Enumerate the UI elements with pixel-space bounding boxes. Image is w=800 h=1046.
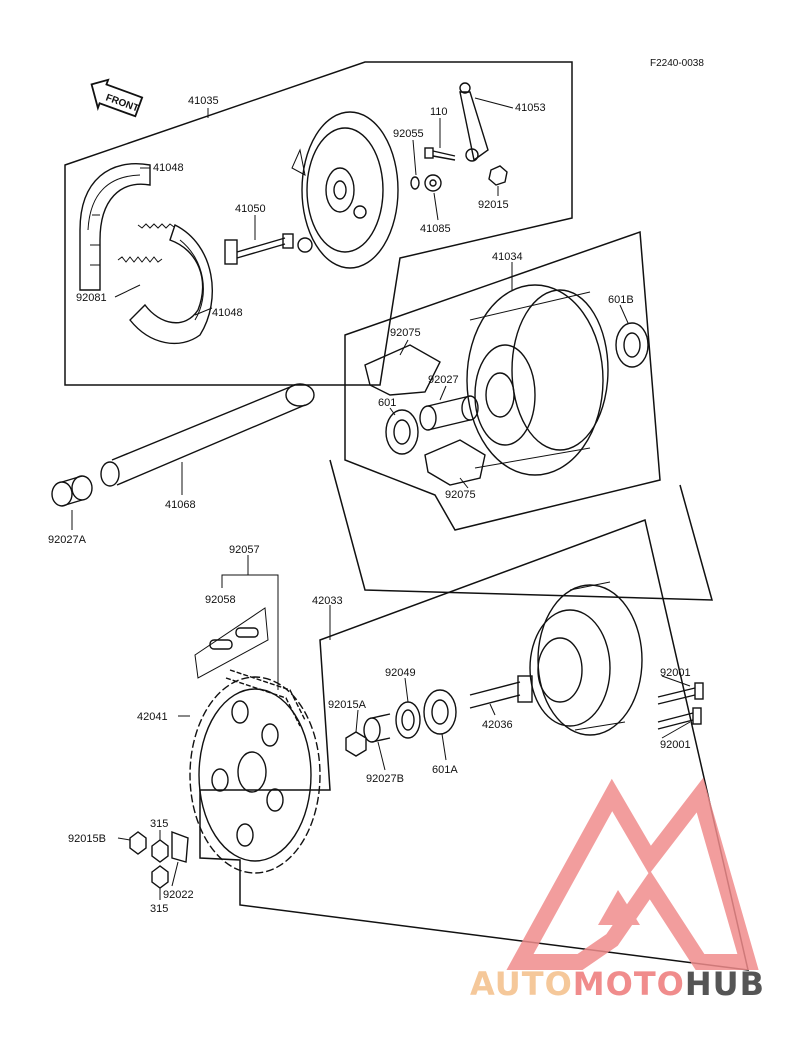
label-42033: 42033 [312,595,343,607]
spring-washer-92055 [410,176,420,190]
collar-92027B [363,713,391,743]
axle-41068 [100,383,315,495]
label-92001-b: 92001 [660,739,691,751]
label-92027B: 92027B [366,773,404,785]
label-601A: 601A [432,764,458,776]
label-92015B: 92015B [68,833,106,845]
master-link-92058 [194,607,269,679]
watermark-text-auto: AUTO [470,965,573,1003]
seal-92049 [395,701,421,739]
label-42036: 42036 [482,719,513,731]
bearing-601 [385,409,419,455]
nut-92015A [345,731,367,757]
label-92027A: 92027A [48,534,87,546]
leader-lines-group3 [117,555,691,900]
wheel-hub [466,284,609,476]
label-92049: 92049 [385,667,416,679]
label-92027: 92027 [428,374,459,386]
connector-frame [329,459,713,601]
watermark-text-moto: MOTO [573,965,685,1003]
bolt-92001-lower [657,707,702,730]
label-92055: 92055 [393,128,424,140]
label-92075-bottom: 92075 [445,489,476,501]
damper-92075-upper [364,344,441,396]
label-92081: 92081 [76,292,107,304]
label-41053: 41053 [515,102,546,114]
label-41035: 41035 [188,95,219,107]
label-41050: 41050 [235,203,266,215]
label-315-b: 315 [150,903,168,915]
label-601: 601 [378,397,396,409]
coupling-group-frame [199,519,749,971]
label-92015A: 92015A [328,699,367,711]
diagram-code: F2240-0038 [650,58,704,69]
brake-shoe-lower [129,224,213,345]
rear-sprocket [189,676,321,874]
label-92057: 92057 [229,544,260,556]
collar-92027 [419,395,479,431]
watermark-text-hub: HUB [685,965,765,1003]
brake-group-frame [64,61,573,386]
leader-lines-group1 [114,97,514,316]
lock-plate-92022 [171,830,189,863]
bearing-601B [615,322,649,368]
bolt-110 [424,147,456,161]
label-41068: 41068 [165,499,196,511]
nut-92015B [129,831,147,855]
bearing-601A [423,689,457,735]
hub-group-frame [344,230,661,531]
label-110: 110 [430,106,448,118]
drive-chain [225,669,306,727]
nut-92015 [488,165,508,186]
collar-92027A [51,475,93,530]
sprocket-coupling [529,581,643,736]
watermark-text: AUTOMOTOHUB [470,965,765,1003]
label-92022: 92022 [163,889,194,901]
label-41048-top: 41048 [153,162,184,174]
indicator-41085 [424,174,442,192]
bolt-92001-upper [657,682,704,705]
brake-shoe-upper [79,163,151,291]
stud-315 [151,839,169,889]
brake-lever [459,82,489,162]
chain-bracket-92057 [221,574,279,690]
label-92075-top: 92075 [390,327,421,339]
label-601B: 601B [608,294,634,306]
label-92001-a: 92001 [660,667,691,679]
brake-panel [291,111,399,269]
label-41048-bottom: 41048 [212,307,243,319]
label-92015: 92015 [478,199,509,211]
label-315-a: 315 [150,818,168,830]
brake-cam [224,233,294,265]
label-92058: 92058 [205,594,236,606]
shaft-42036 [469,675,533,709]
damper-92075-lower [424,439,486,486]
automotohub-logo [506,777,759,970]
front-arrow-icon: FRONT [90,78,144,118]
leader-lines-group2 [389,262,629,489]
label-42041: 42041 [137,711,168,723]
label-41034: 41034 [492,251,523,263]
label-41085: 41085 [420,223,451,235]
brake-spring [117,223,175,263]
